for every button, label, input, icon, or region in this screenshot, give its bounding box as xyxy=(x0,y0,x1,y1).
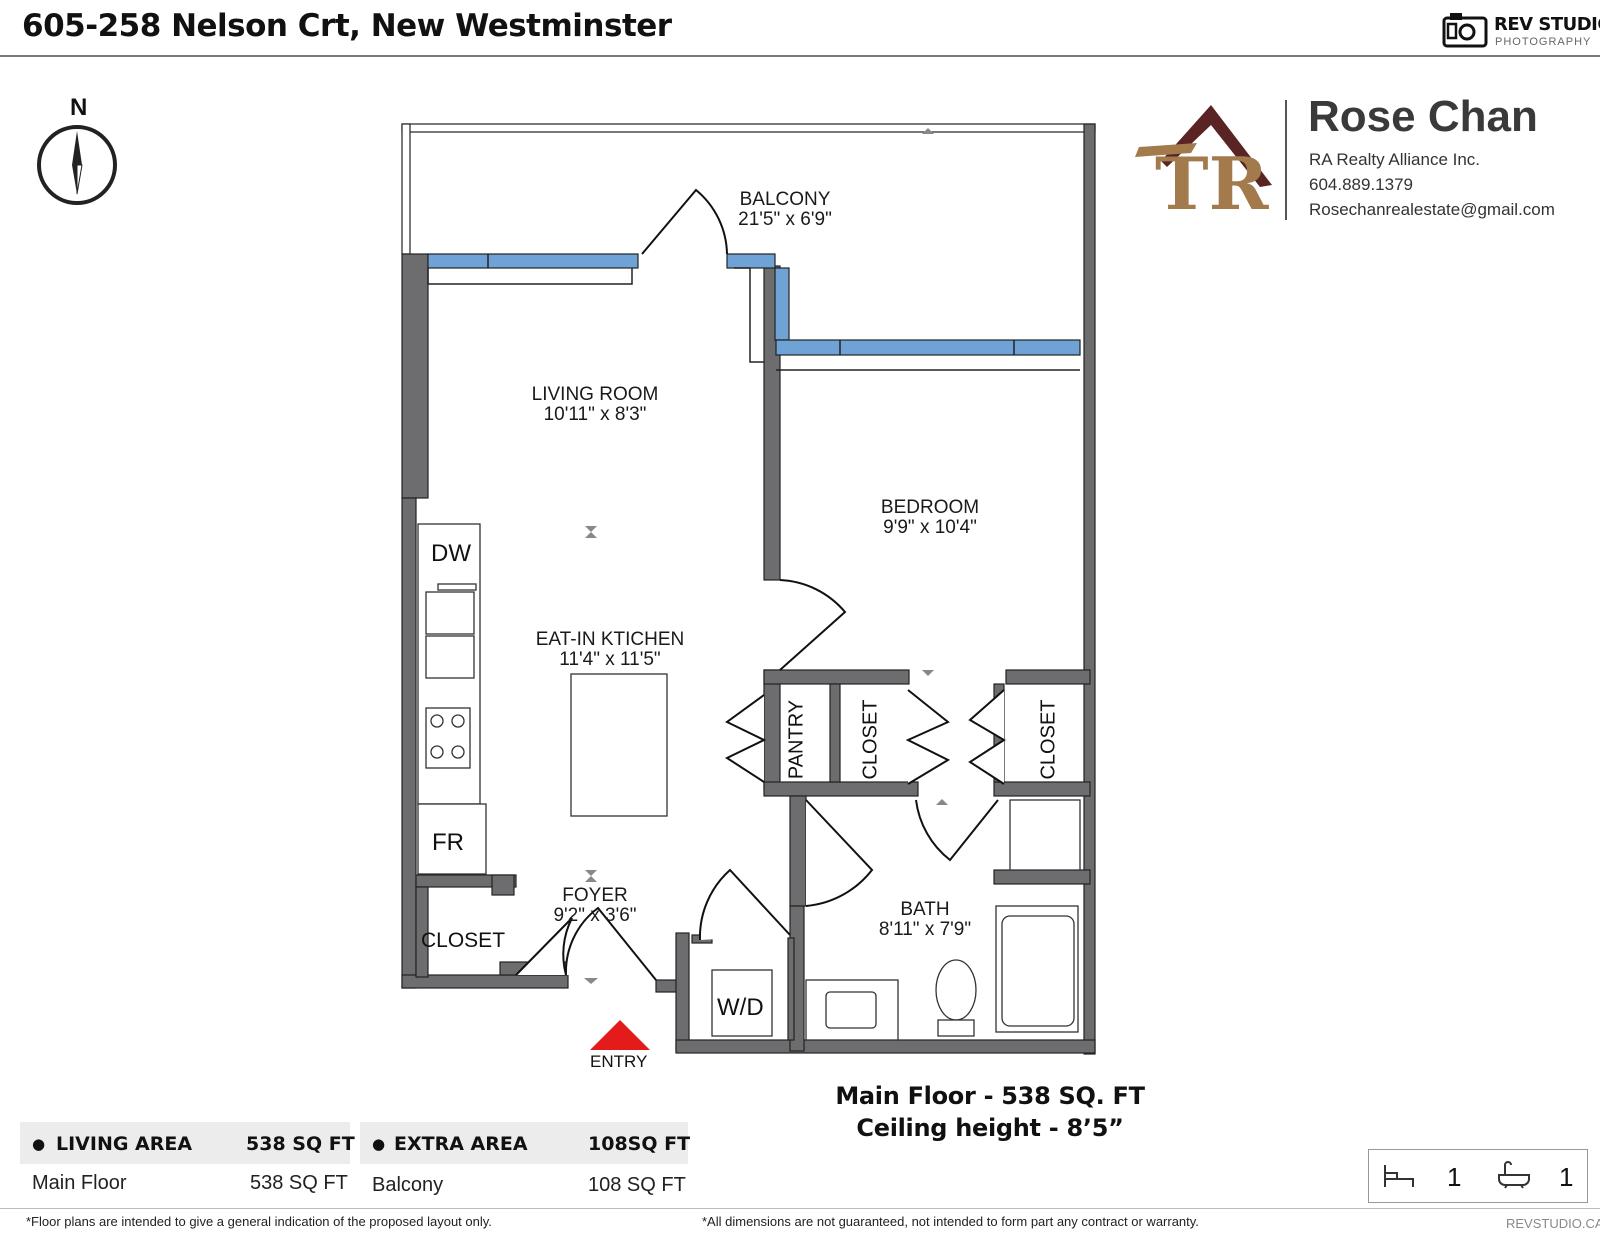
bathtub-icon xyxy=(1498,1161,1530,1189)
agent-email: Rosechanrealestate@gmail.com xyxy=(1309,200,1555,219)
room-bedroom-name: BEDROOM xyxy=(880,497,980,518)
room-bedroom: BEDROOM 9'9" x 10'4" xyxy=(845,498,1015,538)
pantry-label: PANTRY xyxy=(785,699,808,780)
extra-area-row: Balcony 108 SQ FT xyxy=(360,1174,688,1202)
room-bath: BATH 8'11" x 7'9" xyxy=(855,900,995,940)
room-kitchen-name: EAT-IN KTICHEN xyxy=(535,629,685,650)
living-area-header: ● LIVING AREA 538 SQ FT xyxy=(20,1122,355,1164)
extra-row-label: Balcony xyxy=(372,1174,444,1196)
entry-label: ENTRY xyxy=(590,1052,648,1071)
agent-name: Rose Chan xyxy=(1308,92,1538,141)
agent-phone: 604.889.1379 xyxy=(1309,175,1413,194)
room-living-name: LIVING ROOM xyxy=(531,384,659,405)
brand-name: REV STUDIO xyxy=(1494,14,1600,35)
foyer-closet-label: CLOSET xyxy=(421,929,506,952)
room-foyer: FOYER 9'2" x 3'6" xyxy=(525,886,665,926)
room-living-dims: 10'11" x 8'3" xyxy=(543,404,647,425)
dishwasher-label: DW xyxy=(431,540,471,567)
entry-marker-icon xyxy=(590,1020,650,1050)
footer-left-note: *Floor plans are intended to give a gene… xyxy=(26,1214,492,1229)
camera-logo-icon xyxy=(1442,13,1488,48)
footer-site: REVSTUDIO.CA xyxy=(1506,1216,1600,1231)
listing-address-title: 605-258 Nelson Crt, New Westminster xyxy=(22,8,672,44)
closet-label-1: CLOSET xyxy=(859,699,882,780)
bullet-icon: ● xyxy=(32,1135,46,1153)
extra-area-header: ● EXTRA AREA 108SQ FT xyxy=(360,1122,691,1164)
room-bedroom-dims: 9'9" x 10'4" xyxy=(883,517,977,538)
room-foyer-dims: 9'2" x 3'6" xyxy=(553,905,637,926)
bullet-icon: ● xyxy=(372,1135,386,1153)
extra-row-value: 108 SQ FT xyxy=(588,1174,686,1196)
footer-right-note: *All dimensions are not guaranteed, not … xyxy=(702,1214,1199,1229)
room-kitchen-dims: 11'4" x 11'5" xyxy=(559,649,661,670)
header-divider xyxy=(0,55,1600,57)
room-living: LIVING ROOM 10'11" x 8'3" xyxy=(510,385,680,425)
bathroom-count: 1 xyxy=(1559,1162,1574,1192)
fridge-label: FR xyxy=(432,829,464,856)
bed-icon xyxy=(1384,1165,1414,1187)
agent-divider xyxy=(1285,100,1287,220)
living-area-heading: LIVING AREA xyxy=(56,1133,193,1155)
main-floor-summary: Main Floor - 538 SQ. FT xyxy=(835,1082,1145,1110)
extra-area-total: 108SQ FT xyxy=(588,1133,691,1155)
room-foyer-name: FOYER xyxy=(562,885,628,906)
agent-company: RA Realty Alliance Inc. xyxy=(1309,150,1481,169)
room-balcony-name: BALCONY xyxy=(739,189,831,210)
logo-letters: TR xyxy=(1155,141,1270,215)
living-row-value: 538 SQ FT xyxy=(250,1172,348,1194)
room-bath-dims: 8'11" x 7'9" xyxy=(878,919,972,940)
living-area-total: 538 SQ FT xyxy=(246,1133,355,1155)
footer-divider xyxy=(0,1208,1600,1209)
bedroom-count: 1 xyxy=(1447,1162,1462,1192)
brand-subtitle: PHOTOGRAPHY xyxy=(1495,36,1592,48)
room-balcony: BALCONY 21'5" x 6'9" xyxy=(700,190,870,230)
realtor-logo-icon: TR xyxy=(1135,105,1272,215)
extra-area-heading: EXTRA AREA xyxy=(394,1133,528,1155)
room-bath-name: BATH xyxy=(900,899,950,920)
ceiling-height: Ceiling height - 8’5” xyxy=(856,1114,1124,1142)
compass-north-label: N xyxy=(70,94,88,121)
living-area-row: Main Floor 538 SQ FT xyxy=(20,1172,350,1200)
bed-bath-counts: 1 1 xyxy=(1368,1149,1588,1203)
washer-dryer-label: W/D xyxy=(717,994,764,1021)
room-balcony-dims: 21'5" x 6'9" xyxy=(738,209,832,230)
closet-label-2: CLOSET xyxy=(1037,699,1060,780)
living-row-label: Main Floor xyxy=(32,1172,127,1194)
compass-icon xyxy=(37,125,117,205)
room-kitchen: EAT-IN KTICHEN 11'4" x 11'5" xyxy=(510,630,710,670)
